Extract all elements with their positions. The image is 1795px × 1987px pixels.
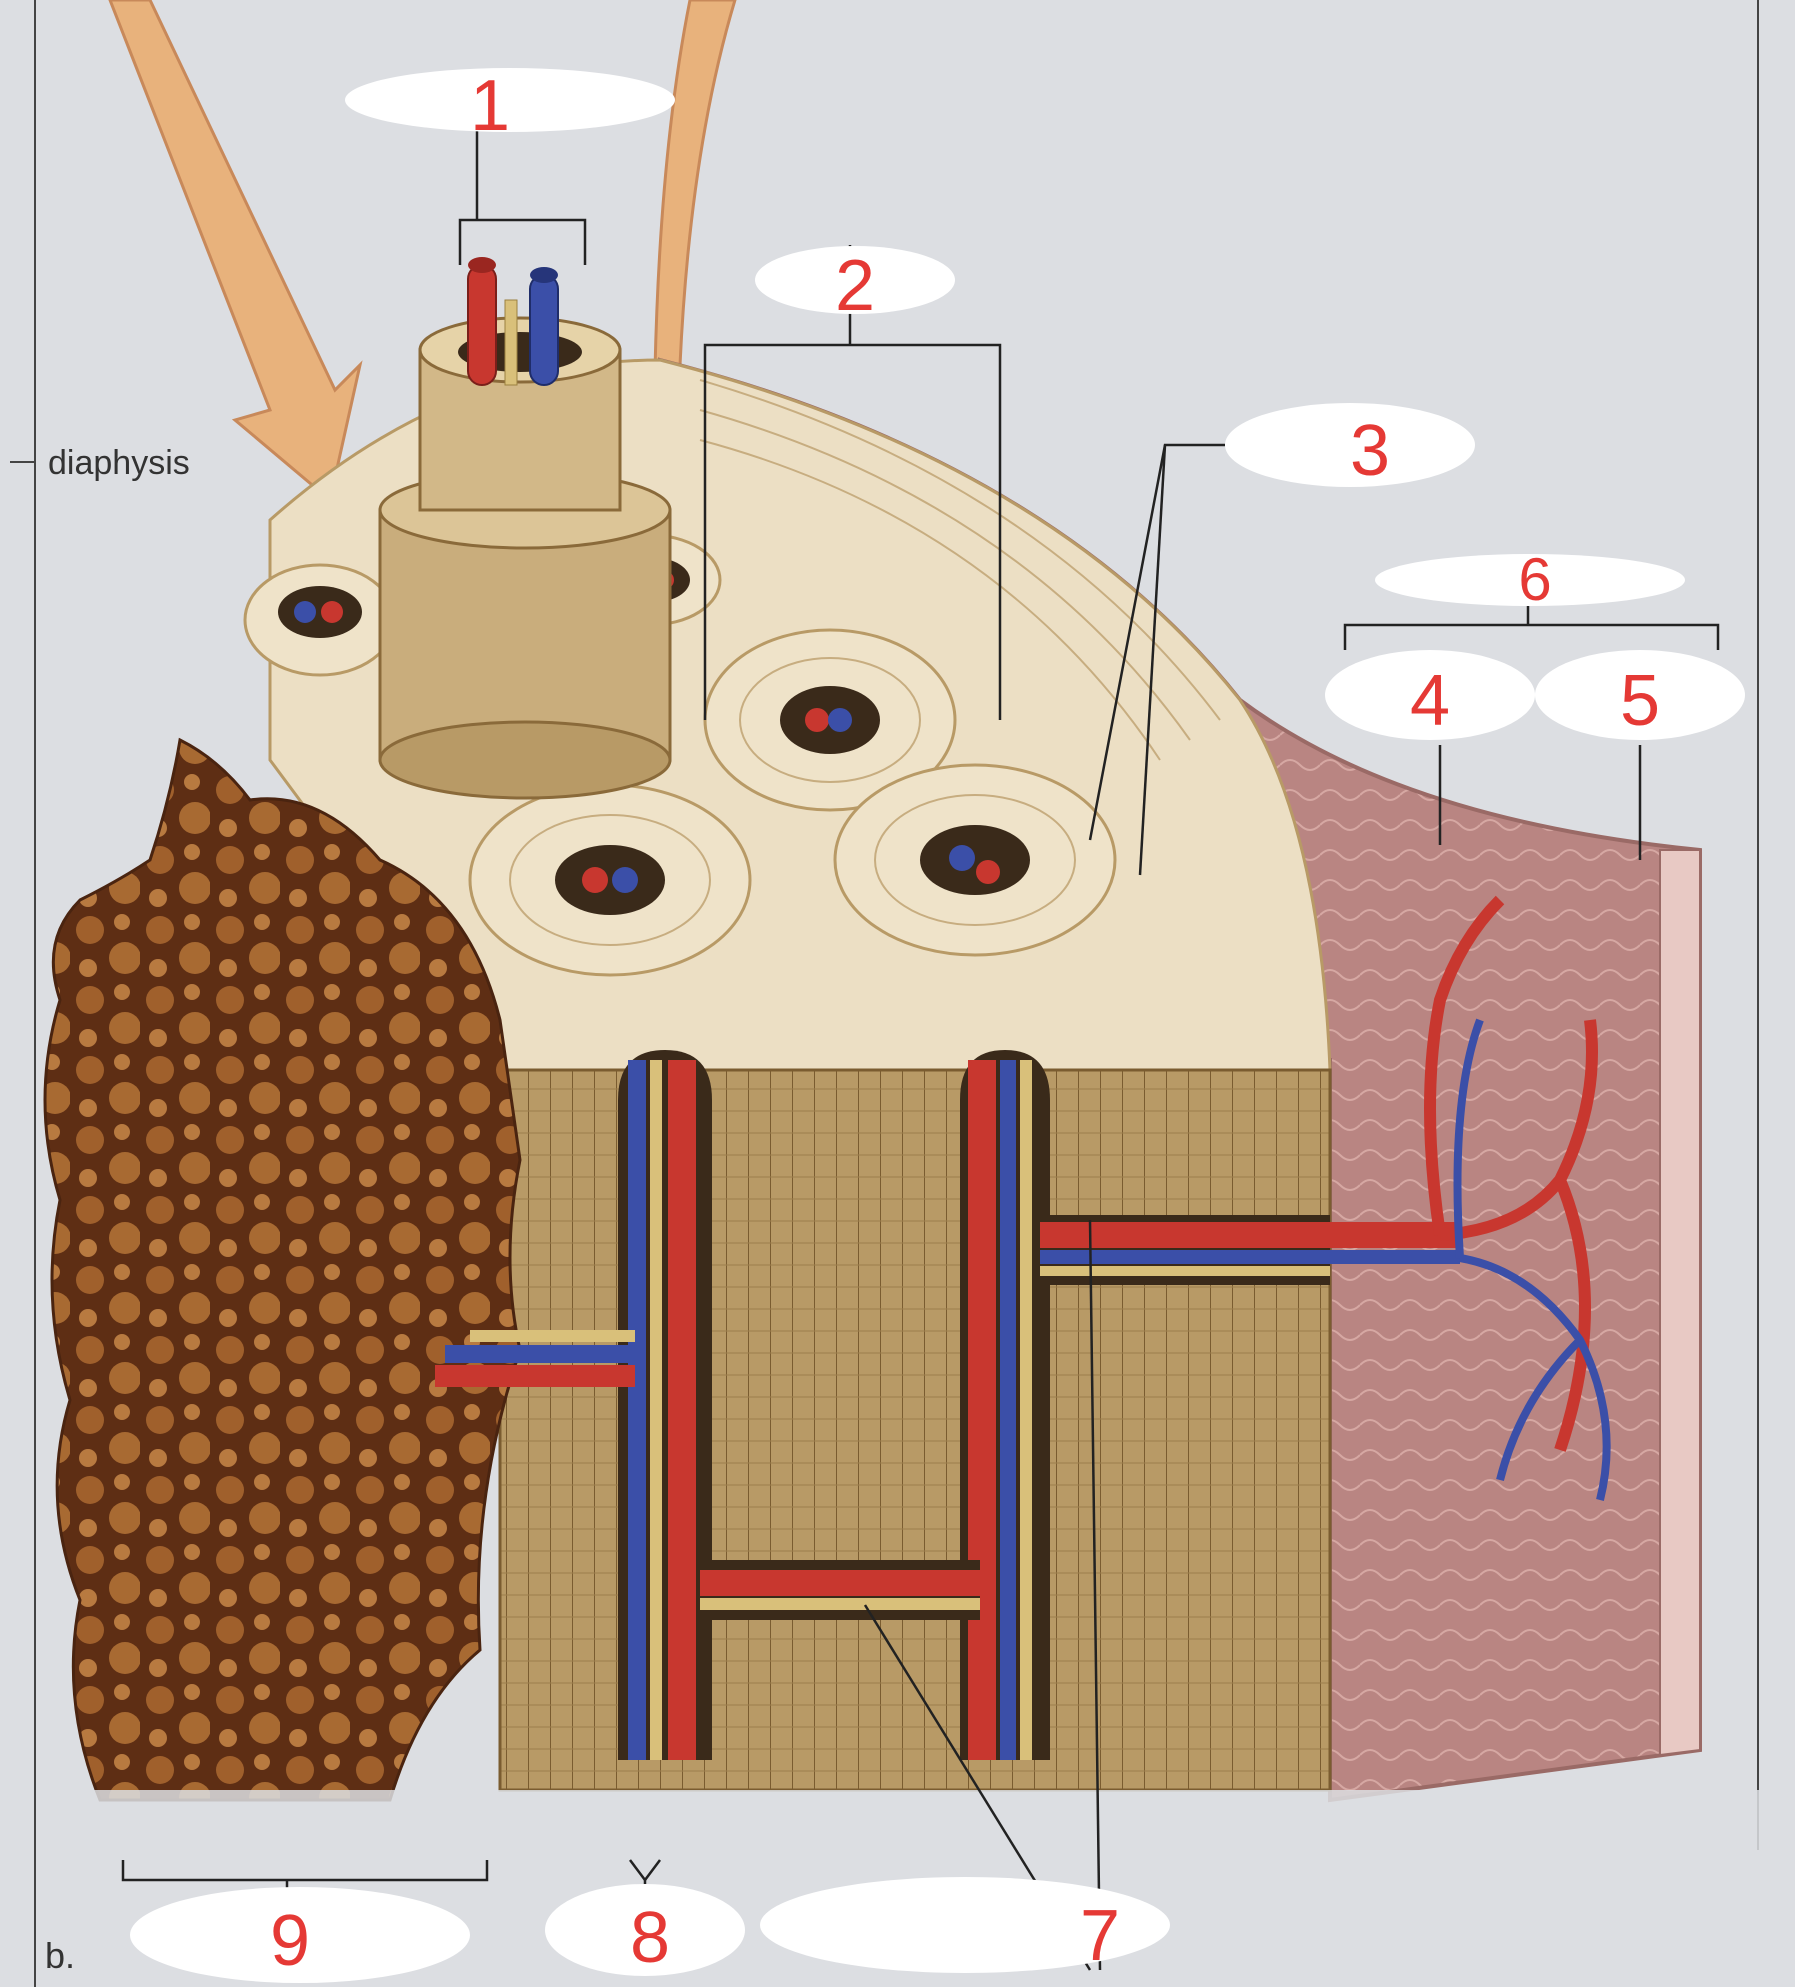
central-canal-left <box>618 1050 712 1760</box>
arrow-left <box>108 0 363 503</box>
lamella-line <box>699 439 1161 761</box>
label-1: 1 <box>470 66 510 146</box>
vessel-branch <box>445 1345 635 1363</box>
periosteal-vein <box>1453 1018 1611 1501</box>
label-2: 2 <box>835 246 875 326</box>
periosteum-outer-edge <box>1659 849 1701 1757</box>
label-9: 9 <box>270 1901 310 1981</box>
label-7: 7 <box>1080 1896 1120 1976</box>
osteon <box>243 563 397 677</box>
vessel-branch <box>435 1365 635 1387</box>
osteon <box>833 763 1117 957</box>
central-canal-right <box>960 1050 1050 1760</box>
spongy-bone <box>43 737 522 1802</box>
diaphysis-label: diaphysis <box>48 444 190 482</box>
lamella-line <box>699 409 1191 741</box>
bottom-fade <box>60 1790 1760 1870</box>
osteon-cylinder <box>378 257 672 800</box>
nerve-branch <box>470 1330 635 1342</box>
label-6: 6 <box>1518 546 1551 613</box>
label-4: 4 <box>1410 661 1450 741</box>
redaction-marks <box>130 68 1745 1983</box>
label-3: 3 <box>1350 411 1390 491</box>
periosteal-artery <box>1424 895 1598 1452</box>
osteon <box>468 783 752 977</box>
label-8: 8 <box>630 1898 670 1978</box>
osteon <box>703 628 957 812</box>
label-5: 5 <box>1620 661 1660 741</box>
figure-letter: b. <box>45 1935 75 1976</box>
